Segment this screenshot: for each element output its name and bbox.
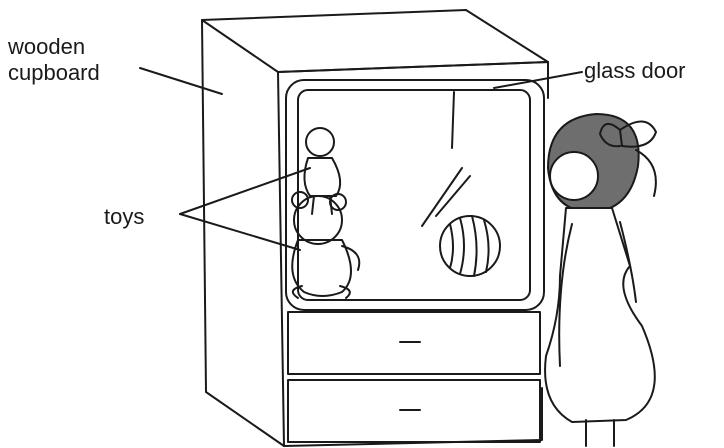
teddy-bear-toy [291,191,361,299]
upper-drawer [287,311,541,375]
girl-dress [544,207,656,423]
doll-body [303,157,342,197]
ball-stripes [449,215,490,277]
glass-door-pointer [493,71,583,89]
wooden-cupboard-label-line2: cupboard [8,60,100,85]
toys-label: toys [104,204,145,229]
cupboard-top [201,9,549,73]
ball-toy [439,215,501,277]
toys-pointer-doll [179,167,311,215]
girl-figure [544,113,657,447]
teddy-head [293,195,343,245]
toys-pointer-teddy [179,213,301,251]
girl-legs [585,419,615,447]
teddy-ear-left [291,191,309,209]
glass-door [285,79,545,311]
lower-drawer [287,379,541,443]
wooden-cupboard-label: wooden cupboard [8,34,100,86]
ball-outline [439,215,501,277]
girl-face [549,151,599,201]
label-pointers [139,67,583,251]
wooden-cupboard-label-line1: wooden [8,34,86,59]
girl-arm [558,221,637,367]
girl-bow [599,120,657,148]
teddy-ear-right [329,193,347,211]
wooden-cupboard [201,9,549,447]
glass-door-inner [297,89,531,301]
glass-reflection-marks [421,91,471,227]
teddy-body [291,239,352,297]
doll-head [305,127,335,157]
teddy-legs [291,285,351,299]
teddy-arm-right [341,245,361,271]
doll-toy [303,127,342,215]
glass-door-label: glass door [584,58,686,83]
girl-ponytail [635,149,657,197]
cupboard-front-frame [277,61,549,447]
cupboard-pointer [139,67,223,95]
